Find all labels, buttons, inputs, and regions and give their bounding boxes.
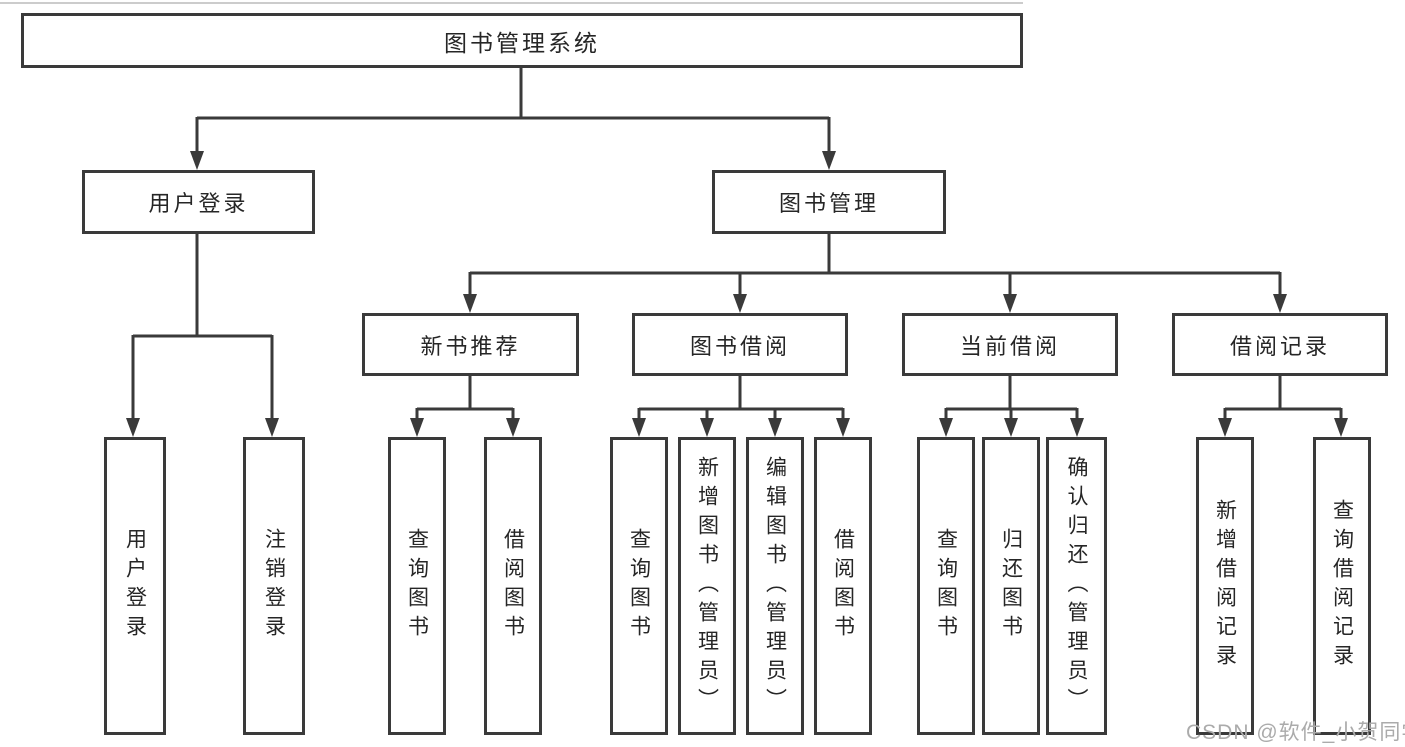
node-label: 归还图书 xyxy=(999,528,1023,644)
node-label: 借阅图书 xyxy=(831,528,855,644)
node-label: 借阅图书 xyxy=(501,528,525,644)
leaf-borrow-books-borrowing: 借阅图书 xyxy=(814,437,872,735)
csdn-watermark: CSDN @软件_小贺同学 xyxy=(1186,721,1405,744)
leaf-logout: 注销登录 xyxy=(243,437,305,735)
node-label: 图书借阅 xyxy=(689,333,790,359)
node-label: 查询图书 xyxy=(934,528,958,644)
leaf-query-books-recommend: 查询图书 xyxy=(388,437,446,735)
node-label: 借阅记录 xyxy=(1229,333,1330,359)
node-label: 用户登录 xyxy=(123,528,147,644)
node-book-borrowing: 图书借阅 xyxy=(632,313,848,376)
node-label: 编辑图书（管理员） xyxy=(763,455,787,717)
node-book-management: 图书管理 xyxy=(712,170,946,234)
node-label: 新增借阅记录 xyxy=(1213,499,1237,673)
node-label: 用户登录 xyxy=(148,191,249,216)
node-user-login: 用户登录 xyxy=(82,170,315,234)
leaf-edit-book-admin: 编辑图书（管理员） xyxy=(746,437,804,735)
node-label: 新书推荐 xyxy=(420,333,521,359)
node-current-borrowing: 当前借阅 xyxy=(902,313,1118,376)
leaf-confirm-return-admin: 确认归还（管理员） xyxy=(1046,437,1107,735)
node-label: 查询图书 xyxy=(405,528,429,644)
leaf-query-books-current: 查询图书 xyxy=(917,437,975,735)
node-label: 注销登录 xyxy=(262,528,286,644)
node-label: 新增图书（管理员） xyxy=(695,455,719,717)
leaf-borrow-books-recommend: 借阅图书 xyxy=(484,437,542,735)
leaf-query-borrow-record: 查询借阅记录 xyxy=(1313,437,1371,735)
leaf-add-borrow-record: 新增借阅记录 xyxy=(1196,437,1254,735)
node-label: 图书管理系统 xyxy=(444,29,600,56)
node-borrowing-records: 借阅记录 xyxy=(1172,313,1388,376)
node-label: 图书管理 xyxy=(778,191,879,216)
node-label: 查询图书 xyxy=(627,528,651,644)
node-label: 当前借阅 xyxy=(959,333,1060,359)
leaf-return-books: 归还图书 xyxy=(982,437,1040,735)
node-new-book-recommendation: 新书推荐 xyxy=(362,313,579,376)
leaf-user-login: 用户登录 xyxy=(104,437,166,735)
node-label: 查询借阅记录 xyxy=(1330,499,1354,673)
leaf-add-book-admin: 新增图书（管理员） xyxy=(678,437,736,735)
node-label: 确认归还（管理员） xyxy=(1065,455,1088,717)
top-edge-rule xyxy=(0,2,1023,4)
leaf-query-books-borrowing: 查询图书 xyxy=(610,437,668,735)
node-library-management-system: 图书管理系统 xyxy=(21,13,1023,68)
